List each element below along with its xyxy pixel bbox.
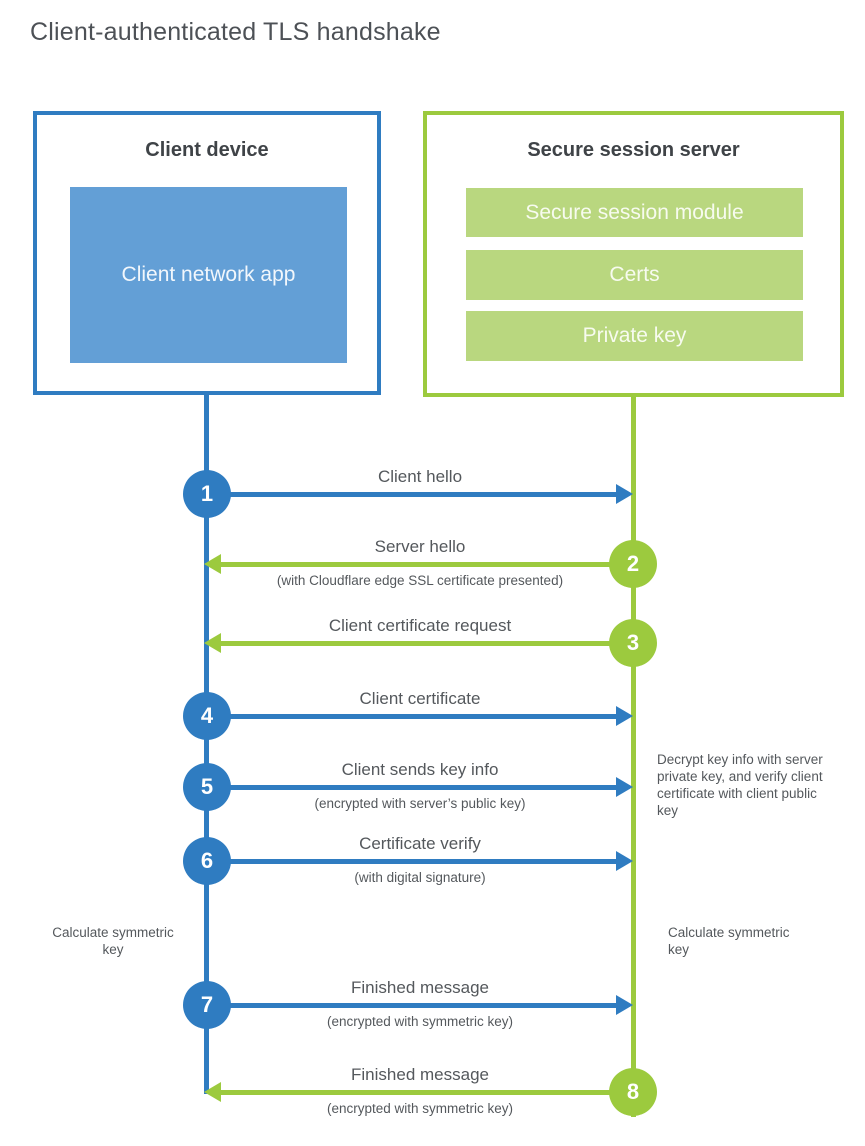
calculate-symmetric-key-left-note: Calculate symmetric key [52,925,174,957]
step-6-message-label: Certificate verify [359,834,481,853]
arrowhead-left-icon [204,1082,221,1102]
step-1-message-label: Client hello [377,467,463,486]
arrowhead-right-icon [616,995,633,1015]
server-private-key-bar: Private key [466,311,803,361]
step-8-message-label: Finished message [351,1065,489,1084]
server-certs-label: Certs [609,263,660,286]
server-private-key-label: Private key [582,324,687,347]
step-2-message-sublabel: (with Cloudflare edge SSL certificate pr… [276,573,564,588]
step-6-message-sublabel: (with digital signature) [354,870,486,885]
client-device-title: Client device [145,139,269,161]
step-7-message-label: Finished message [351,978,489,997]
step-5-message-label: Client sends key info [341,760,499,779]
arrowhead-left-icon [204,554,221,574]
arrowhead-left-icon [204,633,221,653]
step-2-badge: 2 [609,540,657,588]
arrowhead-right-icon [616,777,633,797]
step-7-arrow-shaft [230,1003,618,1008]
step-5-badge: 5 [183,763,231,811]
calculate-symmetric-key-right-note: Calculate symmetric key [668,925,790,957]
step-2-message-label: Server hello [374,537,466,556]
step-7-badge: 7 [183,981,231,1029]
step-6-badge: 6 [183,837,231,885]
step-8-arrow-shaft [220,1090,610,1095]
client-lifeline [204,393,209,1094]
step-5-message-sublabel: (encrypted with server’s public key) [314,796,526,811]
page-title: Client-authenticated TLS handshake [30,18,441,46]
step-1-arrow-shaft [230,492,618,497]
client-network-app-label: Client network app [121,262,296,286]
step-6-arrow-shaft [230,859,618,864]
arrowhead-right-icon [616,851,633,871]
step-4-badge: 4 [183,692,231,740]
server-module-label: Secure session module [525,200,744,224]
step-1-badge: 1 [183,470,231,518]
step-8-badge: 8 [609,1068,657,1116]
step-2-arrow-shaft [220,562,610,567]
secure-session-server-title: Secure session server [527,139,740,161]
server-lifeline [631,395,636,1117]
step-3-message-label: Client certificate request [328,616,512,635]
step-4-message-label: Client certificate [359,689,481,708]
step-8-message-sublabel: (encrypted with symmetric key) [326,1101,514,1116]
server-certs-bar: Certs [466,250,803,300]
step-3-arrow-shaft [220,641,610,646]
step-5-arrow-shaft [230,785,618,790]
step-7-message-sublabel: (encrypted with symmetric key) [326,1014,514,1029]
client-network-app-box: Client network app [70,187,347,363]
arrowhead-right-icon [616,484,633,504]
step-4-arrow-shaft [230,714,618,719]
decrypt-key-note: Decrypt key info with server private key… [657,752,823,818]
step-3-badge: 3 [609,619,657,667]
arrowhead-right-icon [616,706,633,726]
server-module-bar: Secure session module [466,188,803,237]
